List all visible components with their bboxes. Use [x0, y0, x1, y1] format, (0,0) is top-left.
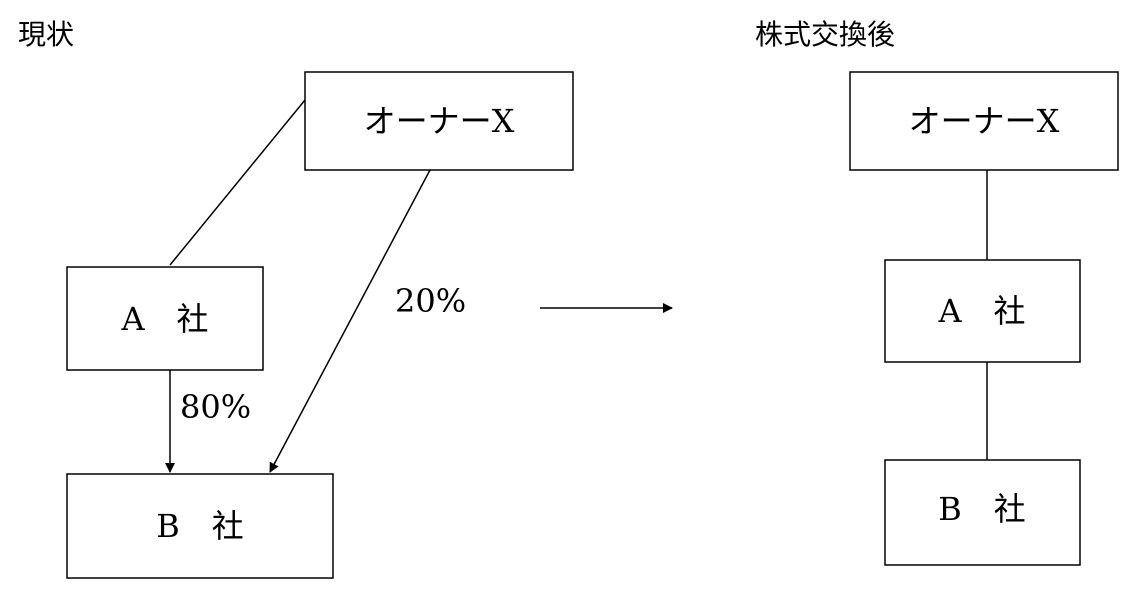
before-title: 現状 — [18, 18, 74, 51]
after-company-b-box: B 社 — [884, 459, 1081, 566]
before-owner-label: オーナーX — [364, 102, 515, 140]
after-title: 株式交換後 — [755, 18, 895, 51]
owner-to-b-percentage: 20% — [395, 282, 466, 320]
after-company-a-label: A 社 — [937, 292, 1025, 330]
before-company-b-box: B 社 — [66, 473, 334, 579]
after-company-b-label: B 社 — [938, 490, 1026, 528]
a-to-b-percentage: 80% — [180, 388, 251, 426]
before-company-b-label: B 社 — [156, 507, 244, 545]
before-owner-box: オーナーX — [304, 71, 574, 171]
owner-to-b-arrow — [269, 169, 431, 473]
after-owner-box: オーナーX — [849, 71, 1119, 171]
after-owner-label: オーナーX — [909, 102, 1060, 140]
after-company-a-box: A 社 — [884, 259, 1081, 363]
before-company-a-label: A 社 — [120, 300, 208, 338]
before-company-a-box: A 社 — [66, 266, 264, 371]
owner-to-a-line — [169, 99, 306, 266]
